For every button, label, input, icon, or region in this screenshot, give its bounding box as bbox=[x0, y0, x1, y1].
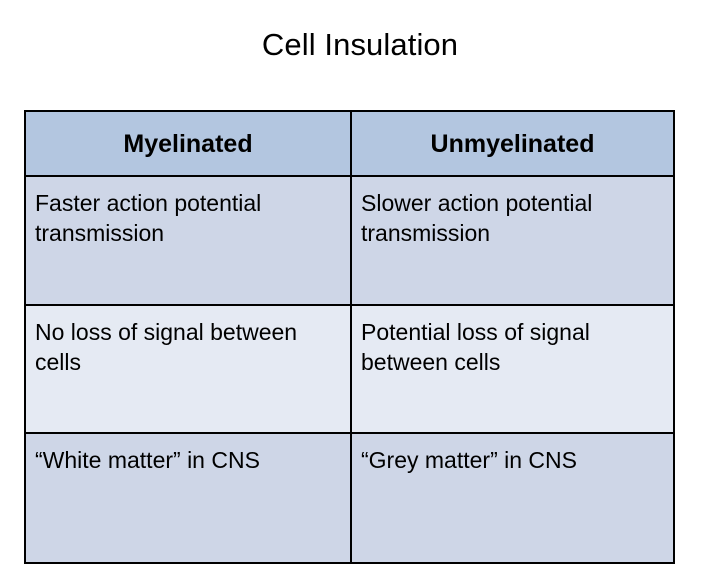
cell-text: Faster action potential transmission bbox=[35, 190, 262, 247]
cell-text: “White matter” in CNS bbox=[35, 447, 260, 473]
slide-canvas: Cell Insulation Myelinated Unmyelinated … bbox=[24, 27, 675, 564]
column-header-myelinated: Myelinated bbox=[24, 110, 352, 177]
cell-text: No loss of signal between cells bbox=[35, 319, 298, 376]
table-cell-myelinated-2: No loss of signal between cells bbox=[24, 304, 352, 434]
table-row: No loss of signal between cells Potentia… bbox=[24, 304, 675, 434]
table-cell-unmyelinated-2: Potential loss of signal between cells bbox=[350, 304, 675, 434]
table-cell-myelinated-3: “White matter” in CNS bbox=[24, 432, 352, 564]
table-row: Faster action potential transmission Slo… bbox=[24, 175, 675, 306]
comparison-table: Myelinated Unmyelinated Faster action po… bbox=[24, 110, 675, 564]
table-cell-unmyelinated-1: Slower action potential transmission bbox=[350, 175, 675, 306]
cell-text: Potential loss of signal between cells bbox=[361, 319, 590, 376]
page-title: Cell Insulation bbox=[261, 27, 459, 62]
column-header-unmyelinated: Unmyelinated bbox=[350, 110, 675, 177]
table-cell-unmyelinated-3: “Grey matter” in CNS bbox=[350, 432, 675, 564]
cell-text: Slower action potential transmission bbox=[361, 190, 593, 247]
cell-text: “Grey matter” in CNS bbox=[361, 447, 577, 473]
table-header-row: Myelinated Unmyelinated bbox=[24, 110, 675, 177]
table-row: “White matter” in CNS “Grey matter” in C… bbox=[24, 432, 675, 564]
table-cell-myelinated-1: Faster action potential transmission bbox=[24, 175, 352, 306]
